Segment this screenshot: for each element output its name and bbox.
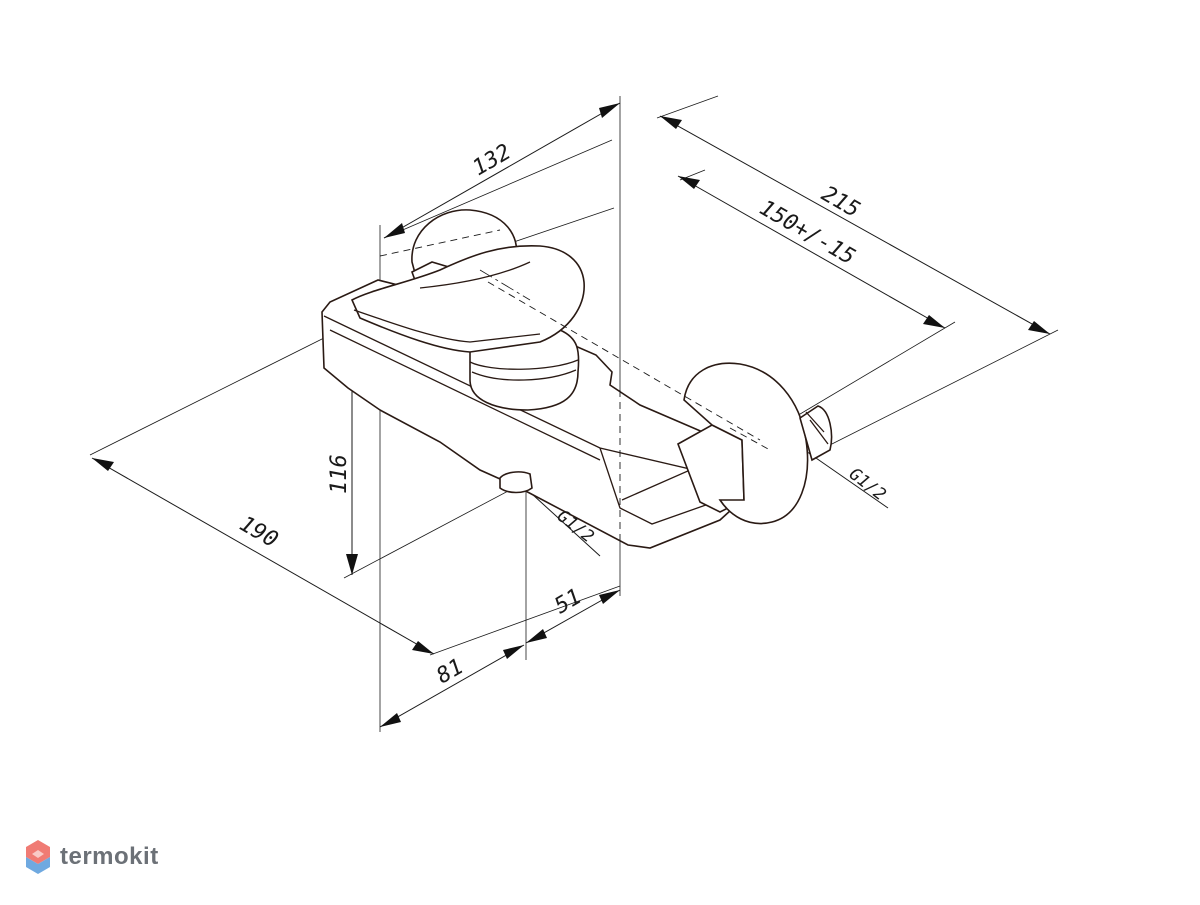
thread-label-right: G1/2 [845, 464, 890, 505]
arrowhead [526, 629, 547, 643]
dim-line-150 [677, 175, 946, 329]
brand-name: termokit [60, 843, 159, 870]
arrowhead [923, 315, 945, 328]
dim-line-132 [383, 102, 621, 239]
brand-logo-icon [26, 840, 50, 874]
wall-flange-right [683, 362, 809, 525]
dim-51: 51 [551, 584, 586, 619]
dim-line-190 [91, 457, 435, 655]
dim-81: 81 [433, 654, 468, 689]
arrowhead [599, 590, 620, 604]
dim-line-81 [379, 644, 525, 728]
inlet-bottom [499, 471, 533, 494]
arrowhead [660, 116, 682, 129]
dim-190: 190 [235, 512, 282, 554]
leader-g12-bottom [531, 493, 601, 557]
lever-handle [350, 244, 585, 353]
faucet-body [321, 209, 833, 549]
arrowhead [1028, 321, 1050, 334]
dim-116: 116 [327, 454, 352, 494]
arrowhead [503, 645, 524, 659]
arrowhead [599, 103, 620, 118]
brand-watermark: termokit [24, 838, 159, 876]
arrowhead [384, 223, 405, 238]
dim-line-215 [659, 115, 1051, 335]
hidden-lines [379, 229, 771, 546]
arrowhead [380, 713, 401, 727]
dim-132: 132 [469, 140, 516, 182]
arrowhead [346, 554, 358, 575]
inlet-right [799, 405, 833, 462]
arrowhead [92, 458, 114, 471]
arrowhead [678, 176, 700, 189]
arrowhead [412, 641, 434, 654]
